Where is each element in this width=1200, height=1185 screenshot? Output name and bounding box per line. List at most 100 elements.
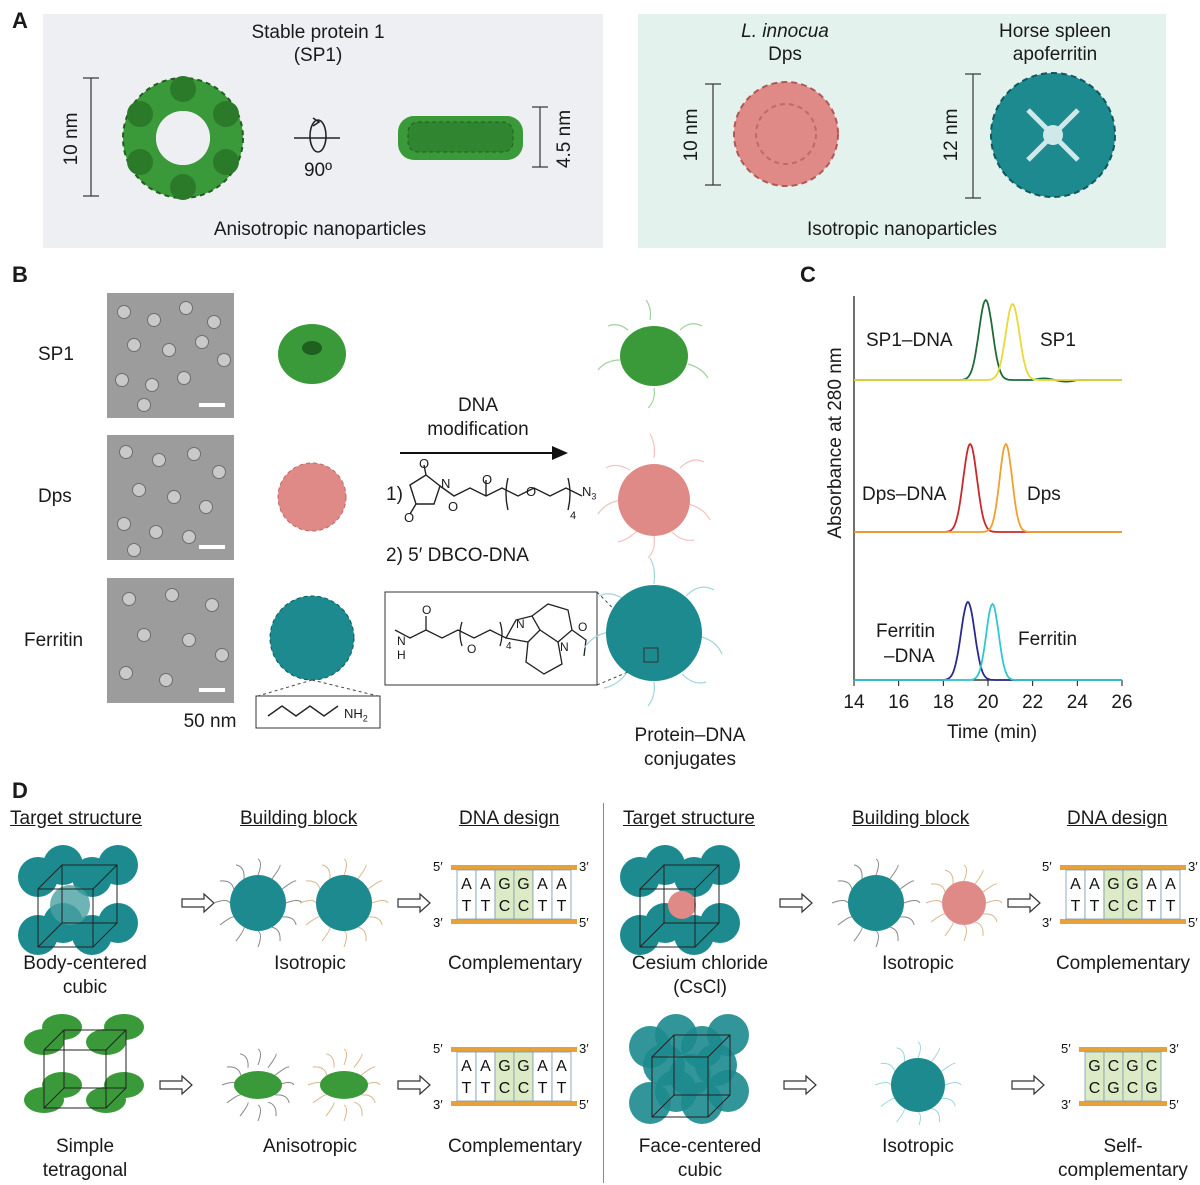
bcc-block-label: Isotropic — [274, 953, 346, 974]
anisotropic-caption: Anisotropic nanoparticles — [213, 219, 427, 240]
row-label-dps: Dps — [38, 486, 72, 507]
cscl-block-particle-b — [925, 864, 1003, 942]
dbco-n-atom: N — [560, 640, 569, 654]
panel-b-illustrations — [255, 299, 723, 729]
svg-text:A: A — [556, 876, 567, 893]
arrow-bcc-to-dna — [397, 892, 431, 914]
label-ferritin-dna-line2: –DNA — [884, 646, 935, 667]
label-sp1-dna: SP1–DNA — [866, 330, 953, 351]
svg-text:G: G — [1088, 1058, 1100, 1075]
arrow-tetragonal-to-dna — [397, 1074, 431, 1096]
x-tick-label-18: 18 — [933, 692, 954, 713]
svg-text:5′: 5′ — [433, 1041, 443, 1056]
svg-text:A: A — [1089, 876, 1100, 893]
svg-text:5′: 5′ — [1169, 1097, 1179, 1112]
amide-n-atom: N — [397, 634, 406, 648]
ferritin-size-label: 12 nm — [941, 108, 962, 162]
svg-text:G: G — [517, 876, 529, 893]
isotropic-caption: Isotropic nanoparticles — [806, 219, 998, 240]
svg-text:A: A — [537, 1058, 548, 1075]
svg-text:G: G — [1126, 876, 1138, 893]
header-target-right: Target structure — [623, 808, 755, 829]
panel-a-illustrations — [83, 72, 1116, 200]
fcc-particle-10 — [695, 1044, 737, 1086]
svg-text:T: T — [462, 898, 472, 915]
fcc-block-label: Isotropic — [882, 1136, 954, 1157]
scale-bar — [199, 403, 225, 407]
label-ferritin: Ferritin — [1018, 629, 1078, 650]
cscl-dna-label: Complementary — [1055, 953, 1191, 974]
bcc-block-particle-a — [213, 858, 303, 948]
svg-text:5′: 5′ — [579, 1097, 589, 1112]
amine-nh: NH — [344, 706, 363, 721]
fcc-dna-label-line2: complementary — [1058, 1160, 1188, 1181]
ferritin-size-dimension — [965, 73, 981, 199]
panel-d-divider — [603, 803, 604, 1183]
peg2-o-atom: O — [467, 642, 477, 656]
header-target-left: Target structure — [10, 808, 142, 829]
conjugates-caption-line1: Protein–DNA — [634, 725, 746, 746]
tetragonal-label-line2: tetragonal — [42, 1160, 128, 1181]
label-dps: Dps — [1027, 484, 1061, 505]
dps-size-dimension — [705, 83, 721, 186]
sp1-thickness-label: 4.5 nm — [554, 109, 575, 169]
svg-text:C: C — [1108, 1058, 1120, 1075]
svg-text:3′: 3′ — [433, 915, 443, 930]
arrow-fcc-to-block — [783, 1074, 817, 1096]
dps-dna-conjugate — [597, 433, 711, 559]
step-2-label: 2) 5′ DBCO-DNA — [386, 545, 529, 566]
nhs-carbonyl-o-bottom: O — [404, 510, 415, 525]
cscl-label-line1: Cesium chloride — [631, 953, 769, 974]
cscl-center-particle — [668, 891, 696, 919]
bcc-particle-7 — [98, 903, 138, 943]
tetragonal-unit-cell — [43, 1029, 127, 1109]
lysine-chain — [267, 705, 339, 717]
svg-text:G: G — [498, 876, 510, 893]
tetragonal-particle-2 — [42, 1014, 82, 1040]
ester-carbonyl-o: O — [482, 472, 493, 487]
svg-text:T: T — [1166, 898, 1176, 915]
label-ferritin-dna-line1: Ferritin — [876, 621, 936, 642]
svg-text:T: T — [538, 898, 548, 915]
fcc-label-line1: Face-centered — [638, 1136, 762, 1157]
arrow-label-line2: modification — [427, 419, 529, 440]
svg-text:T: T — [557, 1080, 567, 1097]
arrow-cscl-to-dna — [1007, 892, 1041, 914]
nhs-azide-linker — [409, 464, 583, 515]
svg-text:C: C — [1127, 898, 1139, 915]
azide-n: N — [582, 484, 592, 499]
svg-text:T: T — [1147, 898, 1157, 915]
cscl-label-line2: (CsCl) — [673, 977, 727, 998]
x-tick-label-26: 26 — [1111, 692, 1132, 713]
sp1-title-line1: Stable protein 1 — [251, 22, 385, 43]
tetragonal-label-line1: Simple — [55, 1136, 115, 1157]
x-axis-label: Time (min) — [946, 722, 1038, 743]
sp1-height-dimension — [83, 77, 99, 197]
svg-text:3′: 3′ — [1061, 1097, 1071, 1112]
svg-text:T: T — [1071, 898, 1081, 915]
ferritin-surface — [269, 595, 355, 681]
svg-text:G: G — [517, 1058, 529, 1075]
amine-group: NH2 — [344, 706, 368, 724]
row-label-ferritin: Ferritin — [24, 630, 84, 651]
tetragonal-dna-label: Complementary — [447, 1136, 583, 1157]
svg-text:G: G — [1126, 1058, 1138, 1075]
arrow-bcc-to-block — [181, 892, 215, 914]
svg-text:3′: 3′ — [579, 859, 589, 874]
tetragonal-particle-7 — [104, 1072, 144, 1098]
conjugates-caption-line2: conjugates — [644, 749, 736, 770]
svg-text:3′: 3′ — [1188, 859, 1198, 874]
header-dna-right: DNA design — [1067, 808, 1168, 829]
header-block-left: Building block — [240, 808, 358, 829]
ferritin-particle — [990, 72, 1116, 198]
svg-text:C: C — [518, 898, 530, 915]
svg-text:5′: 5′ — [1061, 1041, 1071, 1056]
nhs-n-atom: N — [441, 476, 451, 491]
amide-o-atom: O — [422, 603, 432, 617]
triazole-linker — [394, 603, 587, 675]
bcc-dna-label: Complementary — [447, 953, 583, 974]
scale-bar — [199, 545, 225, 549]
bcc-unit-cell — [37, 864, 118, 948]
sp1-surface — [278, 324, 346, 384]
